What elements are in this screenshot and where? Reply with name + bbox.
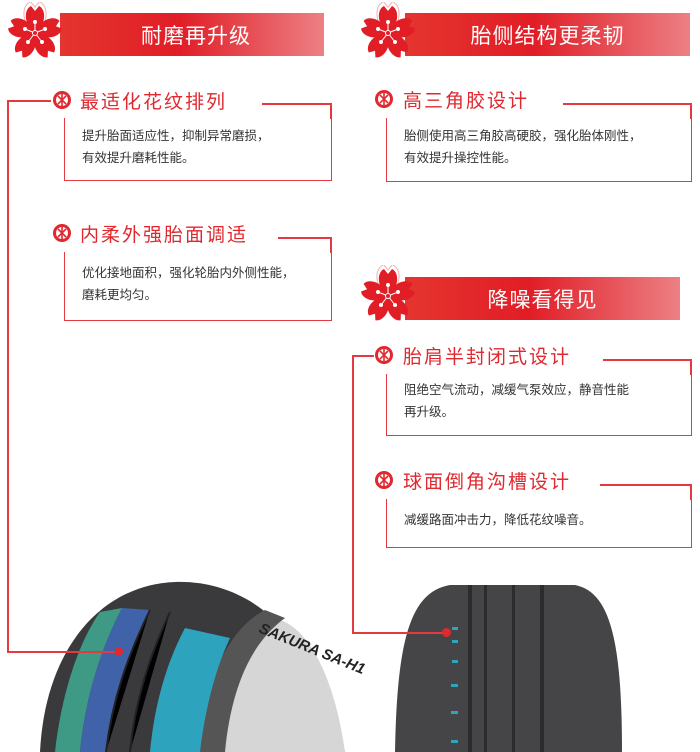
tire-icon (374, 89, 394, 109)
sakura-flower-icon (357, 2, 419, 64)
section-title: 耐磨再升级 (141, 23, 251, 48)
section-banner-sidewall: 胎侧结构更柔韧 (405, 13, 690, 56)
tire-side-view: SAKURA SA-H1 (40, 581, 367, 752)
sakura-flower-icon (357, 265, 419, 327)
section-title: 降噪看得见 (487, 287, 598, 312)
feature-desc: 胎侧使用高三角胶高硬胶，强化胎体刚性，有效提升操控性能。 (404, 128, 642, 165)
feature-title: 高三角胶设计 (403, 90, 530, 112)
tire-illustrations: SAKURA SA-H1 (40, 581, 622, 752)
tire-icon (374, 470, 394, 490)
connector-line (7, 100, 51, 102)
tire-icon (374, 345, 394, 365)
connector-line (7, 100, 9, 652)
tire-icon (52, 223, 72, 243)
tire-front-view (395, 585, 622, 752)
feature-title: 内柔外强胎面调适 (80, 224, 249, 246)
feature-title: 最适化花纹排列 (80, 91, 228, 113)
feature-title: 胎肩半封闭式设计 (403, 346, 572, 368)
marker-dot (115, 647, 123, 656)
section-title: 胎侧结构更柔韧 (470, 23, 625, 48)
sakura-flower-icon (4, 2, 66, 64)
tread-zone-middle (80, 608, 150, 752)
feature-title: 球面倒角沟槽设计 (403, 471, 572, 493)
section-banner-wear: 耐磨再升级 (60, 13, 324, 56)
connector-line (352, 355, 354, 633)
connector-line (352, 632, 446, 634)
feature-desc: 减缓路面冲击力，降低花纹噪音。 (404, 512, 592, 527)
feature-desc: 优化接地面积，强化轮胎内外侧性能，磨耗更均匀。 (82, 265, 295, 302)
section-banner-noise: 降噪看得见 (405, 277, 680, 320)
feature-desc: 阻绝空气流动，减缓气泵效应，静音性能再升级。 (404, 382, 630, 419)
tire-icon (52, 90, 72, 110)
feature-desc: 提升胎面适应性，抑制异常磨损，有效提升磨耗性能。 (82, 128, 270, 165)
connector-line (352, 355, 374, 357)
marker-dot (442, 628, 451, 637)
connector-line (7, 651, 119, 653)
tread-zone-outer (55, 608, 122, 752)
tread-zone-inner (150, 628, 230, 752)
